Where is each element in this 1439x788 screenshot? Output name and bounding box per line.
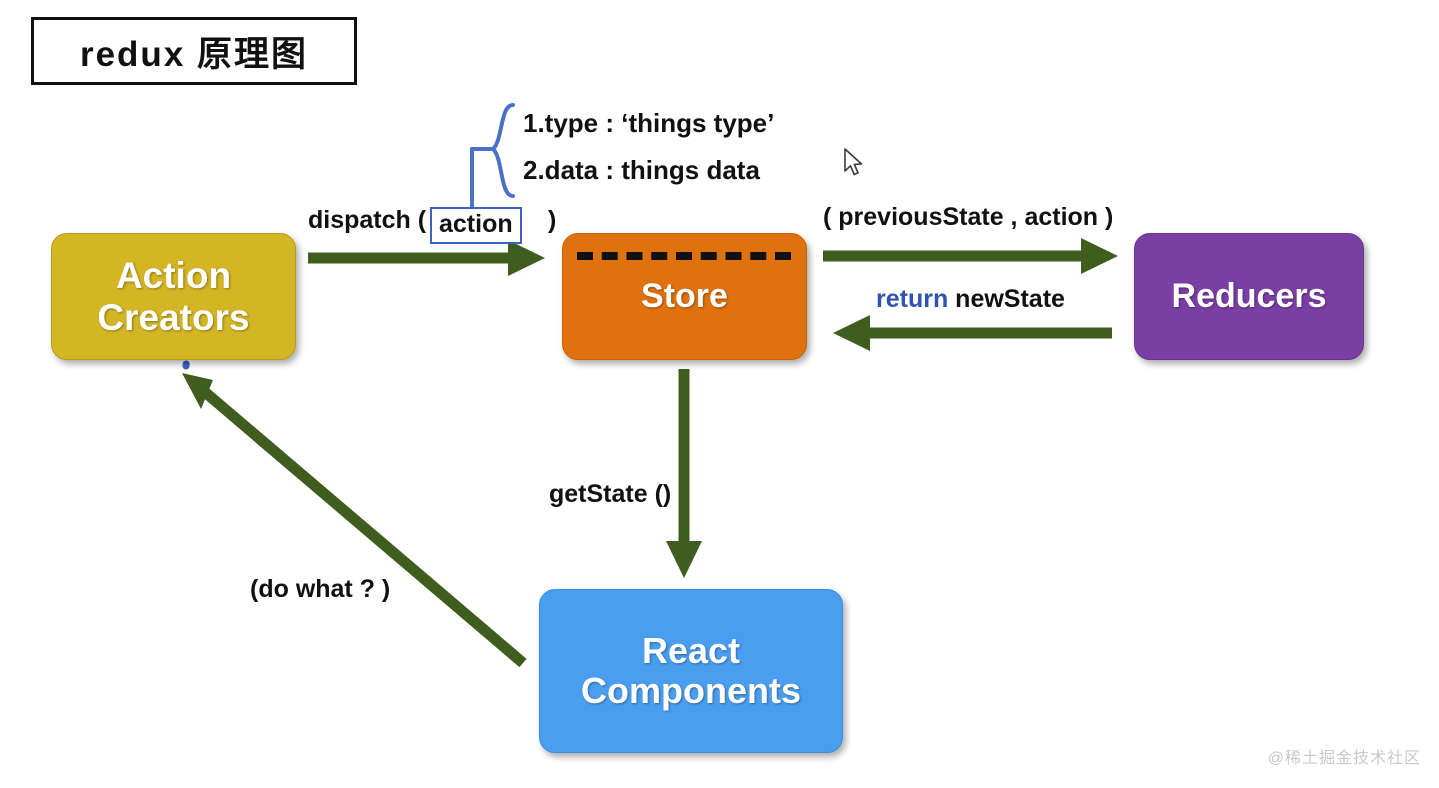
node-reducers[interactable]: Reducers (1134, 233, 1364, 360)
store-dashed-divider (577, 252, 791, 260)
watermark: @稀土掘金技术社区 (1267, 750, 1421, 767)
node-store[interactable]: Store (562, 233, 807, 360)
label-previous-state: ( previousState , action ) (823, 203, 1114, 231)
action-token-box[interactable]: action (430, 207, 522, 244)
label-dispatch-suffix: ) (547, 206, 557, 234)
arrow-return-new-state (833, 315, 1112, 351)
arrow-previous-state (823, 238, 1118, 274)
node-action-creators[interactable]: Action Creators (51, 233, 296, 360)
label-return-new-state: return newState (876, 285, 1065, 314)
brace-item-type: 1.type : ‘things type’ (523, 108, 775, 138)
label-return-keyword: return (876, 285, 949, 313)
node-react-components-line1: React (641, 629, 741, 671)
arrow-do-what (182, 373, 527, 668)
arrow-pointer-icon (844, 148, 863, 176)
node-react-components-line2: Components (581, 670, 801, 711)
action-payload-brace (470, 103, 515, 210)
diagram-title-box: redux 原理图 (31, 17, 357, 85)
label-get-state: getState () (549, 480, 672, 508)
label-dispatch: dispatch ( ) (308, 206, 556, 235)
node-action-creators-line2: Creators (97, 296, 250, 338)
label-dispatch-prefix: dispatch ( (308, 206, 427, 234)
arrow-get-state (666, 369, 702, 578)
node-store-label: Store (641, 277, 728, 316)
node-react-components[interactable]: React Components (539, 589, 843, 753)
page-title: redux 原理图 (79, 34, 309, 74)
label-do-what: (do what ? ) (250, 575, 391, 603)
arrow-dispatch (308, 240, 545, 276)
node-reducers-label: Reducers (1171, 277, 1327, 316)
label-new-state-value: newState (948, 285, 1065, 313)
brace-item-data: 2.data : things data (523, 155, 760, 185)
node-action-creators-line1: Action (115, 255, 232, 297)
